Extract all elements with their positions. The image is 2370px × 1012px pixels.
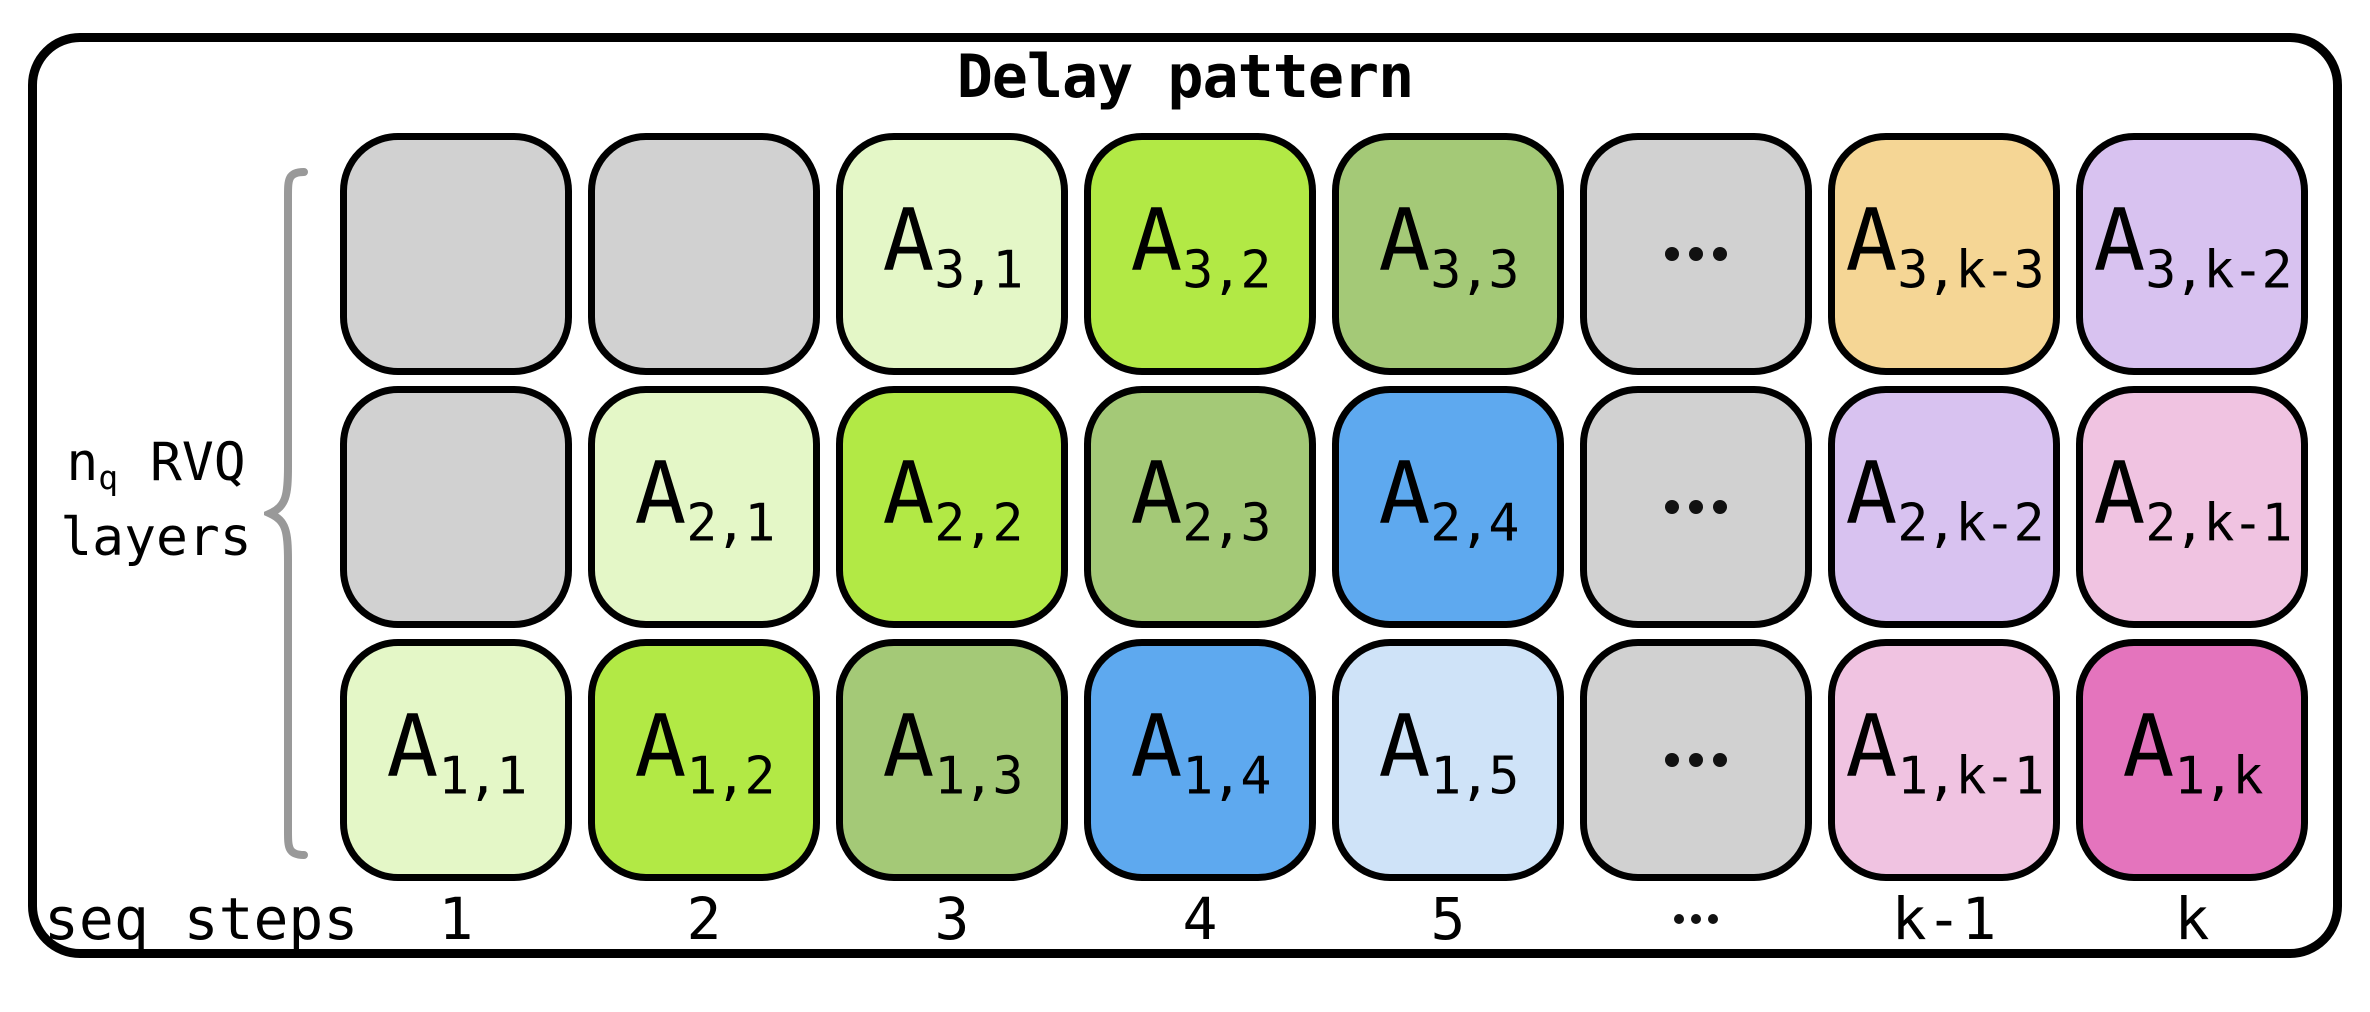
token-label: A1,k (2122, 697, 2264, 807)
token-cell-2-4: A2,4 (1332, 386, 1564, 628)
token-cell-1-5: A1,5 (1332, 639, 1564, 881)
token-cell-1-k-1: A1,k-1 (1828, 639, 2060, 881)
token-cell-3-k-2: A3,k-2 (2076, 133, 2308, 375)
seq-step-ellipsis (1580, 884, 1812, 954)
seq-steps-label: seq steps (44, 885, 359, 953)
seq-steps-row: 1 2 3 4 5 k-1 k (340, 884, 2308, 954)
ellipsis-icon (1674, 914, 1718, 924)
token-label: A2,k-1 (2093, 444, 2292, 554)
token-label: A3,2 (1130, 191, 1272, 301)
token-cell-1-4: A1,4 (1084, 639, 1316, 881)
token-cell-1-2: A1,2 (588, 639, 820, 881)
seq-step-4: 4 (1182, 885, 1218, 953)
token-label: A3,3 (1378, 191, 1520, 301)
token-label: A1,5 (1378, 697, 1520, 807)
ellipsis-icon (1665, 247, 1727, 261)
seq-step-2: 2 (686, 885, 722, 953)
token-label: A2,k-2 (1845, 444, 2044, 554)
token-label: A1,4 (1130, 697, 1272, 807)
seq-step-5: 5 (1430, 885, 1466, 953)
token-cell-2-2: A2,2 (836, 386, 1068, 628)
ellipsis-cell-layer-3 (1580, 133, 1812, 375)
token-cell-2-3: A2,3 (1084, 386, 1316, 628)
token-label: A2,4 (1378, 444, 1520, 554)
ellipsis-cell-layer-2 (1580, 386, 1812, 628)
token-label: A3,k-2 (2093, 191, 2292, 301)
token-cell-3-2: A3,2 (1084, 133, 1316, 375)
token-label: A3,k-3 (1845, 191, 2044, 301)
rvq-layers-label-line1: nq RVQ (34, 426, 278, 501)
token-cell-2-k-1: A2,k-1 (2076, 386, 2308, 628)
token-cell-1-k: A1,k (2076, 639, 2308, 881)
empty-cell-layer-2-step-1 (340, 386, 572, 628)
token-label: A1,k-1 (1845, 697, 2044, 807)
nq-symbol: n (66, 432, 99, 493)
empty-cell-layer-3-step-2 (588, 133, 820, 375)
token-label: A1,2 (634, 697, 776, 807)
figure-title: Delay pattern (956, 42, 1415, 112)
token-label: A2,1 (634, 444, 776, 554)
token-label: A2,3 (1130, 444, 1272, 554)
rvq-layers-label-line2: layers (60, 506, 252, 568)
seq-step-1: 1 (438, 885, 474, 953)
curly-brace-icon (264, 168, 308, 859)
seq-step-k-1: k-1 (1891, 885, 1997, 953)
token-cell-1-3: A1,3 (836, 639, 1068, 881)
ellipsis-cell-layer-1 (1580, 639, 1812, 881)
token-label: A3,1 (882, 191, 1024, 301)
token-label: A1,3 (882, 697, 1024, 807)
token-cell-3-1: A3,1 (836, 133, 1068, 375)
token-cell-3-k-3: A3,k-3 (1828, 133, 2060, 375)
token-cell-3-3: A3,3 (1332, 133, 1564, 375)
figure-frame (28, 33, 2342, 958)
ellipsis-icon (1665, 753, 1727, 767)
token-label: A2,2 (882, 444, 1024, 554)
ellipsis-icon (1665, 500, 1727, 514)
token-cell-1-1: A1,1 (340, 639, 572, 881)
rvq-text: RVQ (118, 432, 246, 493)
token-cell-2-k-2: A2,k-2 (1828, 386, 2060, 628)
seq-step-3: 3 (934, 885, 970, 953)
nq-subscript: q (98, 458, 119, 498)
token-label: A1,1 (386, 697, 528, 807)
empty-cell-layer-3-step-1 (340, 133, 572, 375)
rvq-layers-label: nq RVQ layers (34, 426, 278, 574)
token-cell-2-1: A2,1 (588, 386, 820, 628)
seq-step-k: k (2174, 885, 2210, 953)
